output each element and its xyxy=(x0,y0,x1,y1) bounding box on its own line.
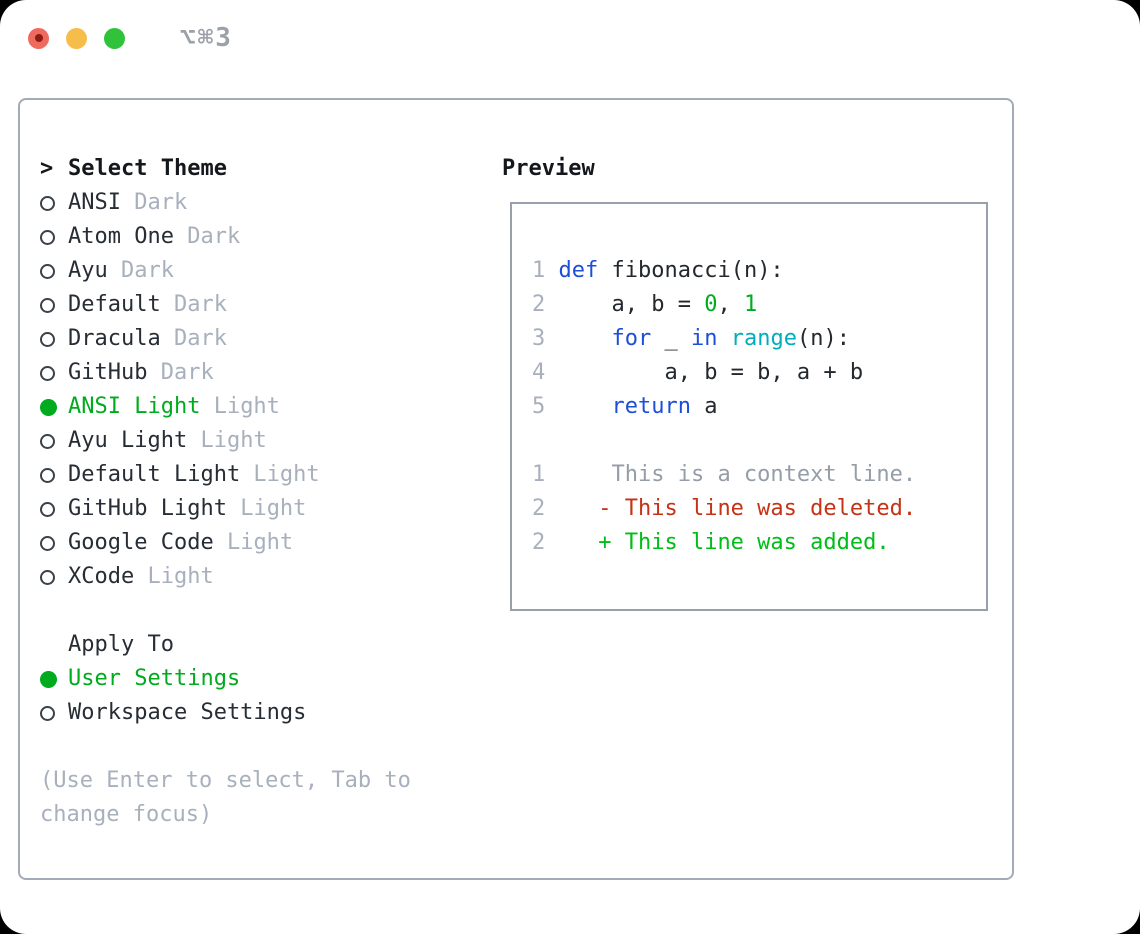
line-number: 5 xyxy=(532,394,559,419)
radio-icon xyxy=(40,569,68,585)
diff-line-context: 1 This is a context line. xyxy=(532,462,917,487)
theme-name: GitHub xyxy=(68,360,148,385)
theme-name: XCode xyxy=(68,564,135,589)
theme-name: Ayu xyxy=(68,258,108,283)
code-line: 4 a, b = b, a + b xyxy=(532,360,864,385)
theme-name: Atom One xyxy=(68,224,174,249)
theme-option-ansi[interactable]: ANSI Dark xyxy=(40,186,490,220)
theme-option-xcode[interactable]: XCode Light xyxy=(40,560,490,594)
radio-icon xyxy=(40,365,68,381)
apply-option-label: Workspace Settings xyxy=(68,700,307,725)
close-modified-dot-icon xyxy=(34,34,43,42)
theme-name: Default Light xyxy=(68,462,241,487)
close-button[interactable] xyxy=(28,27,49,49)
radio-icon xyxy=(40,535,68,551)
theme-name: Google Code xyxy=(68,530,214,555)
theme-name: Default xyxy=(68,292,161,317)
radio-icon xyxy=(40,501,68,517)
theme-option-atom-one[interactable]: Atom One Dark xyxy=(40,220,490,254)
apply-option-label: User Settings xyxy=(68,666,241,691)
help-text-line-2: change focus) xyxy=(40,802,213,827)
theme-variant-tag: Light xyxy=(213,530,294,555)
theme-variant-tag: Dark xyxy=(160,326,227,351)
code-line: 2 a, b = 0, 1 xyxy=(532,292,758,317)
zoom-button[interactable] xyxy=(104,27,125,49)
theme-variant-tag: Light xyxy=(240,462,320,487)
theme-variant-tag: Dark xyxy=(120,190,188,215)
theme-variant-tag: Light xyxy=(134,564,214,589)
theme-option-google-code[interactable]: Google Code Light xyxy=(40,526,490,560)
theme-option-default-light[interactable]: Default Light Light xyxy=(40,458,490,492)
help-text-line-1: (Use Enter to select, Tab to xyxy=(40,768,411,793)
theme-variant-tag: Light xyxy=(226,496,307,521)
code-preview: 1 def fibonacci(n): 2 a, b = 0, 1 3 for _ … xyxy=(532,254,974,424)
apply-to-header-row: Apply To xyxy=(40,628,490,662)
theme-variant-tag: Light xyxy=(200,394,280,419)
theme-option-ayu[interactable]: Ayu Dark xyxy=(40,254,490,288)
theme-variant-tag: Dark xyxy=(147,360,214,385)
line-number: 1 xyxy=(532,258,559,283)
radio-icon xyxy=(40,705,68,721)
theme-option-github[interactable]: GitHub Dark xyxy=(40,356,490,390)
focus-chevron-icon: > xyxy=(40,156,54,181)
select-theme-header: Select Theme xyxy=(68,156,227,181)
diff-line-deleted: 2 - This line was deleted. xyxy=(532,496,917,521)
select-theme-header-row: > Select Theme xyxy=(40,152,490,186)
code-line: 5 return a xyxy=(532,394,718,419)
theme-option-github-light[interactable]: GitHub Light Light xyxy=(40,492,490,526)
titlebar: ⌥⌘3 xyxy=(28,23,233,53)
theme-option-ayu-light[interactable]: Ayu Light Light xyxy=(40,424,490,458)
line-number: 2 xyxy=(532,292,559,317)
radio-icon xyxy=(40,263,68,279)
preview-header: Preview xyxy=(502,156,595,181)
apply-option-user-settings[interactable]: User Settings xyxy=(40,662,490,696)
radio-icon xyxy=(40,433,68,449)
diff-line-added: 2 + This line was added. xyxy=(532,530,890,555)
line-number: 2 xyxy=(532,496,559,521)
line-number: 3 xyxy=(532,326,559,351)
preview-box: 1 def fibonacci(n): 2 a, b = 0, 1 3 for _ … xyxy=(510,202,988,611)
diff-preview: 1 This is a context line. 2 - This line w… xyxy=(532,458,974,560)
line-number: 1 xyxy=(532,462,559,487)
theme-option-dracula[interactable]: Dracula Dark xyxy=(40,322,490,356)
radio-icon xyxy=(40,229,68,245)
theme-variant-tag: Dark xyxy=(173,224,241,249)
minimize-button[interactable] xyxy=(66,27,87,49)
code-line: 3 for _ in range(n): xyxy=(532,326,850,351)
theme-option-default[interactable]: Default Dark xyxy=(40,288,490,322)
window-title-shortcut: ⌥⌘3 xyxy=(180,23,233,53)
line-number: 2 xyxy=(532,530,559,555)
radio-icon xyxy=(40,467,68,483)
line-number: 4 xyxy=(532,360,559,385)
radio-icon xyxy=(40,195,68,211)
apply-option-workspace-settings[interactable]: Workspace Settings xyxy=(40,696,490,730)
help-text: (Use Enter to select, Tab to change focu… xyxy=(40,764,490,832)
radio-icon xyxy=(40,297,68,313)
theme-variant-tag: Dark xyxy=(160,292,227,317)
radio-selected-icon xyxy=(40,398,68,416)
theme-name: GitHub Light xyxy=(68,496,227,521)
theme-variant-tag: Light xyxy=(187,428,267,453)
theme-name: Ayu Light xyxy=(68,428,188,453)
theme-option-ansi-light[interactable]: ANSI Light Light xyxy=(40,390,490,424)
theme-name: Dracula xyxy=(68,326,161,351)
theme-variant-tag: Dark xyxy=(107,258,174,283)
apply-to-header: Apply To xyxy=(68,632,174,657)
theme-name: ANSI Light xyxy=(68,394,201,419)
theme-name: ANSI xyxy=(68,190,121,215)
code-line: 1 def fibonacci(n): xyxy=(532,258,784,283)
radio-selected-icon xyxy=(40,670,68,688)
radio-icon xyxy=(40,331,68,347)
